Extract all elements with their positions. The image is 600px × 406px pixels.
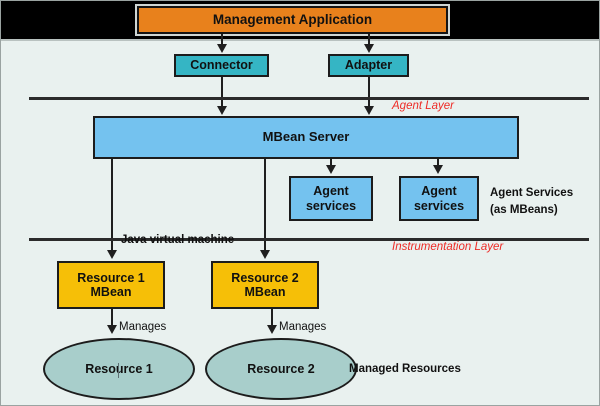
arrow-agent-services-2-head [433, 165, 443, 174]
arrow-mgmt-to-connector-line [221, 34, 223, 47]
manages-label-2: Manages [279, 321, 327, 333]
resource-mbean-box-2[interactable]: Resource 2 MBean [211, 261, 319, 309]
resource-mbean-box-1-line2: MBean [90, 285, 132, 299]
manages-label-1: Manages [119, 321, 167, 333]
instrumentation-layer-divider [29, 238, 589, 241]
line-connector-to-mbean-server [221, 77, 223, 109]
resource-mbean-box-1[interactable]: Resource 1 MBean [57, 261, 165, 309]
managed-resources-caption: Managed Resources [349, 363, 461, 375]
agent-layer-divider [29, 97, 589, 100]
resource-ellipse-2[interactable]: Resource 2 [205, 338, 357, 400]
management-application-box[interactable]: Management Application [135, 4, 450, 36]
line-manages-1 [111, 309, 113, 330]
line-mbean-server-to-agent-services-2 [437, 159, 439, 168]
agent-services-caption-line2: (as MBeans) [490, 203, 558, 216]
agent-services-box-1-line2: services [305, 198, 357, 213]
arrow-manages-1-head [107, 325, 117, 334]
line-manages-2 [271, 309, 273, 330]
agent-layer-label: Agent Layer [392, 100, 455, 112]
arrow-adapter-to-mbean-server-head [364, 106, 374, 115]
arrow-mgmt-to-connector-head [217, 44, 227, 53]
arrow-mgmt-to-adapter-head [364, 44, 374, 53]
arrow-resource-mbean-1-head [107, 250, 117, 259]
arrow-manages-2-head [267, 325, 277, 334]
line-mbean-server-to-resource-2 [264, 159, 266, 253]
agent-services-box-1-line1: Agent [313, 184, 349, 199]
resource-mbean-box-1-line1: Resource 1 [77, 270, 145, 285]
arrow-connector-to-mbean-server-head [217, 106, 227, 115]
agent-services-box-1[interactable]: Agent services [289, 176, 373, 221]
resource-mbean-box-2-line2: MBean [244, 285, 286, 299]
agent-services-box-2[interactable]: Agent services [399, 176, 479, 221]
agent-services-caption-line1: Agent Services [490, 187, 574, 199]
java-virtual-machine-label: Java virtual machine [121, 234, 235, 246]
resource-mbean-box-2-line1: Resource 2 [231, 270, 299, 285]
mbean-server-box[interactable]: MBean Server [93, 116, 519, 159]
agent-services-box-2-line2: services [413, 198, 465, 213]
arrow-mgmt-to-adapter-line [368, 34, 370, 47]
instrumentation-layer-label: Instrumentation Layer [392, 241, 504, 253]
arrow-resource-mbean-2-head [260, 250, 270, 259]
agent-services-box-2-line1: Agent [421, 184, 457, 199]
arrow-agent-services-1-head [326, 165, 336, 174]
connector-box[interactable]: Connector [174, 54, 269, 77]
line-adapter-to-mbean-server [368, 77, 370, 109]
line-mbean-server-to-resource-1 [111, 159, 113, 253]
text-caret-artifact [118, 363, 119, 378]
resource-ellipse-1[interactable]: Resource 1 [43, 338, 195, 400]
line-mbean-server-to-agent-services-1 [330, 159, 332, 168]
adapter-box[interactable]: Adapter [328, 54, 409, 77]
agent-services-caption: Agent Services (as MBeans) [490, 185, 573, 218]
